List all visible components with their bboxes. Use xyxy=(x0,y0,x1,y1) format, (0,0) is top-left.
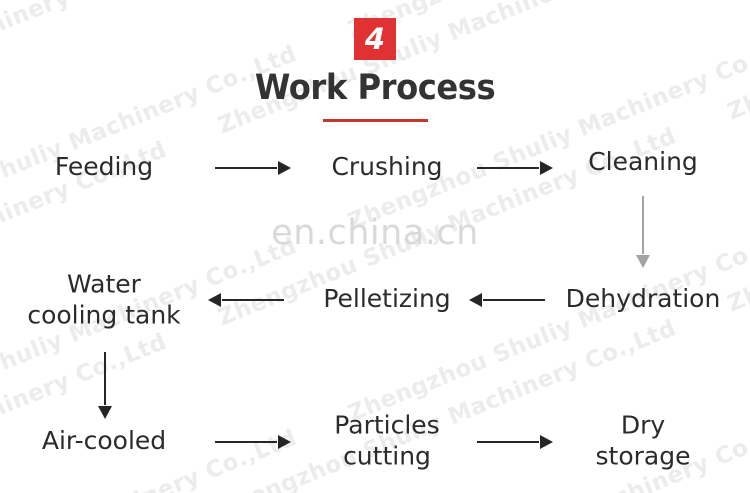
arrow-feeding-to-crushing xyxy=(215,161,291,175)
arrow-cleaning-to-dehydration xyxy=(636,196,650,268)
arrowhead-icon xyxy=(469,293,482,307)
arrow-crushing-to-cleaning xyxy=(477,161,553,175)
arrow-pelletizing-to-water-cooling xyxy=(208,293,284,307)
process-node-dry-storage: Dry storage xyxy=(595,410,691,471)
arrowhead-icon xyxy=(636,255,650,268)
arrow-particles-to-dry-storage xyxy=(477,435,553,449)
process-node-cleaning: Cleaning xyxy=(588,146,698,176)
process-node-particles-cut: Particles cutting xyxy=(334,410,440,471)
process-node-water-cooling: Water cooling tank xyxy=(27,269,181,330)
step-number-badge: 4 xyxy=(354,18,396,60)
arrowhead-icon xyxy=(278,435,291,449)
arrowhead-icon xyxy=(540,435,553,449)
slide-header: 4 Work Process xyxy=(0,0,750,122)
page-title: Work Process xyxy=(254,68,496,108)
arrowhead-icon xyxy=(208,293,221,307)
process-node-dehydration: Dehydration xyxy=(565,283,721,313)
process-node-crushing: Crushing xyxy=(331,151,443,181)
site-watermark: en.china.cn xyxy=(271,213,479,253)
arrowhead-icon xyxy=(540,161,553,175)
process-node-feeding: Feeding xyxy=(54,151,154,181)
title-underline xyxy=(322,119,428,122)
arrow-air-cooled-to-particles xyxy=(215,435,291,449)
arrow-dehydration-to-pelletizing xyxy=(469,293,545,307)
arrowhead-icon xyxy=(98,406,112,419)
arrow-water-cooling-to-air-cooled xyxy=(98,352,112,419)
arrowhead-icon xyxy=(278,161,291,175)
process-node-pelletizing: Pelletizing xyxy=(323,283,451,313)
process-node-air-cooled: Air-cooled xyxy=(41,425,167,455)
